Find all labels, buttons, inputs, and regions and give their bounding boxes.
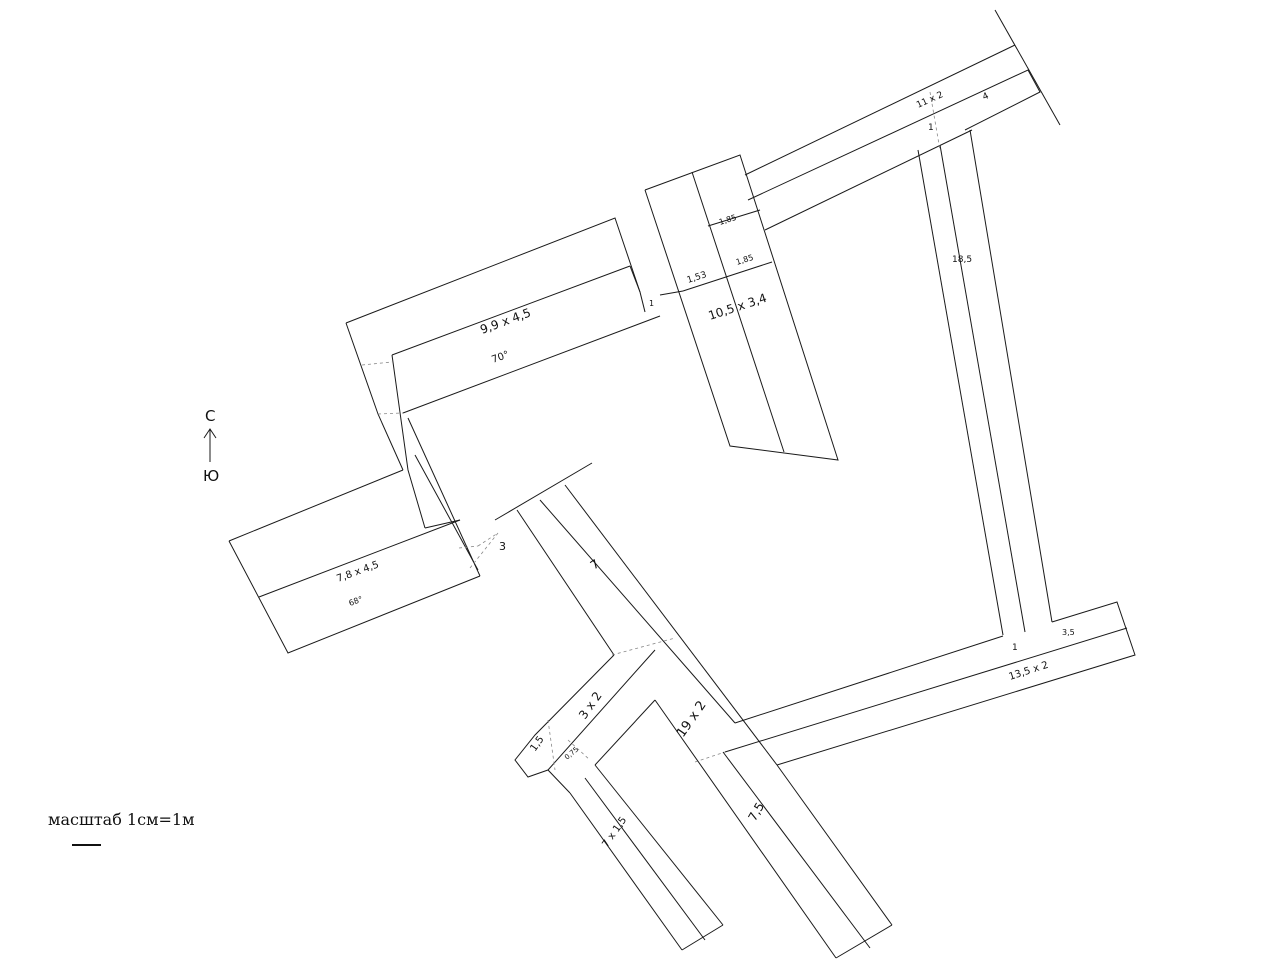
label-angle-68: 68°: [348, 595, 364, 608]
label-dim-1-85-mid: 1,85: [735, 253, 755, 267]
compass: С Ю: [203, 407, 219, 485]
label-room-19x2: 19 x 2: [674, 698, 710, 740]
label-dim-7-5: 7,5: [745, 800, 767, 824]
label-room-3x2: 3 x 2: [576, 689, 605, 722]
label-dim-7: 7: [588, 557, 602, 573]
arrow-up-icon: [203, 428, 217, 439]
label-dim-3-5: 3,5: [1062, 628, 1075, 637]
label-dim-4: 4: [981, 91, 991, 103]
dimension-labels: 9,9 x 4,5 70° 10,5 x 3,4 1,85 1,85 1,5 3 …: [335, 90, 1074, 850]
room-10-5x3-4-outline: [644, 154, 839, 461]
label-angle-70: 70°: [490, 349, 510, 365]
label-room-7-8x4-5: 7,8 x 4,5: [335, 559, 380, 584]
room-3x2-and-7x1-5-outline: [514, 649, 724, 951]
label-dim-1-top-corridor: 1: [928, 123, 934, 133]
label-dim-1-5: 1,5: [528, 734, 546, 753]
label-dim-1-bottom: 1: [1012, 643, 1018, 653]
corridor-18-5-outline: [917, 129, 1053, 636]
label-dim-18-5: 18,5: [952, 255, 972, 265]
room-9-9x4-5-outline: [345, 217, 661, 529]
compass-south-label: Ю: [203, 467, 219, 485]
label-dim-1-small: 1: [649, 299, 654, 308]
label-dim-3: 3: [499, 540, 506, 553]
label-dim-1-85-top: 1,85: [718, 213, 738, 227]
scale-legend: масштаб 1см=1м: [48, 810, 195, 846]
corridor-11x2-outline: [744, 9, 1061, 231]
label-dim-0-75: 0,75: [563, 745, 580, 761]
room-7-8x4-5-outline: [228, 417, 499, 654]
corridor-13-5x2-outline: [694, 601, 1136, 766]
compass-north-label: С: [205, 407, 215, 425]
corridor-19x2-outline: [494, 462, 893, 959]
scale-text: масштаб 1см=1м: [48, 810, 195, 829]
label-room-10-5x3-4: 10,5 x 3,4: [707, 291, 769, 323]
label-room-9-9x4-5: 9,9 x 4,5: [478, 306, 533, 337]
